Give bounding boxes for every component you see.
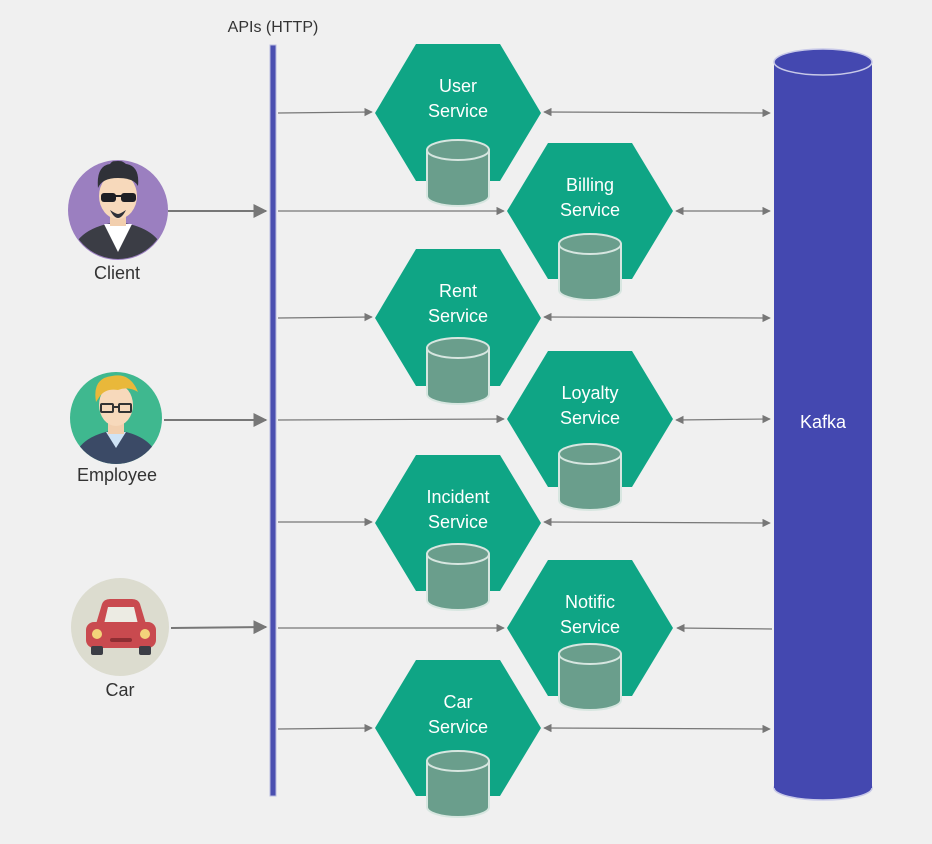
loyalty-service-kafka-arrow bbox=[675, 414, 771, 425]
service-name-line2: Service bbox=[560, 408, 620, 428]
service-name-line2: Service bbox=[428, 101, 488, 121]
service-name-line2: Service bbox=[560, 617, 620, 637]
api-to-rent-service-arrow bbox=[277, 312, 373, 322]
kafka-label: Kafka bbox=[800, 412, 847, 432]
car-service-kafka-arrow bbox=[543, 723, 771, 734]
database-icon bbox=[426, 543, 490, 611]
actor-car: Car bbox=[71, 578, 169, 700]
service-name-line2: Service bbox=[428, 717, 488, 737]
actor-label: Client bbox=[94, 263, 140, 283]
database-icon bbox=[558, 233, 622, 301]
service-name-line2: Service bbox=[428, 512, 488, 532]
actor-employee: Employee bbox=[70, 372, 162, 485]
man-with-sunglasses-avatar bbox=[68, 160, 168, 260]
database-icon bbox=[426, 139, 490, 207]
service-name-line1: Billing bbox=[566, 175, 614, 195]
api-to-user-service-arrow bbox=[277, 107, 373, 117]
actor-label: Car bbox=[105, 680, 134, 700]
service-name-line1: Car bbox=[443, 692, 472, 712]
man-with-glasses-avatar bbox=[70, 372, 162, 464]
service-name-line2: Service bbox=[560, 200, 620, 220]
service-name-line1: Notific bbox=[565, 592, 615, 612]
service-name-line2: Service bbox=[428, 306, 488, 326]
rent-service-kafka-arrow bbox=[543, 312, 771, 323]
api-bus-label: APIs (HTTP) bbox=[228, 19, 319, 36]
kafka-topic-bus: Kafka bbox=[773, 48, 873, 801]
user-service-kafka-arrow bbox=[543, 107, 771, 118]
database-icon bbox=[558, 443, 622, 511]
api-to-loyalty-service-arrow bbox=[277, 414, 505, 424]
kafka-to-notific-service-arrow bbox=[676, 623, 773, 633]
actor-client: Client bbox=[68, 160, 168, 283]
service-loyalty: Loyalty Service bbox=[507, 351, 673, 511]
service-name-line1: Incident bbox=[426, 487, 489, 507]
service-name-line1: Loyalty bbox=[561, 383, 618, 403]
service-name-line1: Rent bbox=[439, 281, 477, 301]
car-to-api-arrow bbox=[170, 620, 268, 635]
red-car-icon bbox=[71, 578, 169, 676]
service-billing: Billing Service bbox=[507, 143, 673, 301]
service-rent: Rent Service bbox=[375, 249, 541, 405]
service-incident: Incident Service bbox=[375, 455, 541, 611]
service-car: Car Service bbox=[375, 660, 541, 818]
database-icon bbox=[426, 750, 490, 818]
service-name-line1: User bbox=[439, 76, 477, 96]
service-user: User Service bbox=[375, 44, 541, 207]
service-notific: Notific Service bbox=[507, 560, 673, 711]
api-to-car-service-arrow bbox=[277, 723, 373, 733]
database-icon bbox=[558, 643, 622, 711]
actor-label: Employee bbox=[77, 465, 157, 485]
api-bus bbox=[269, 44, 277, 797]
database-icon bbox=[426, 337, 490, 405]
incident-service-kafka-arrow bbox=[543, 517, 771, 528]
